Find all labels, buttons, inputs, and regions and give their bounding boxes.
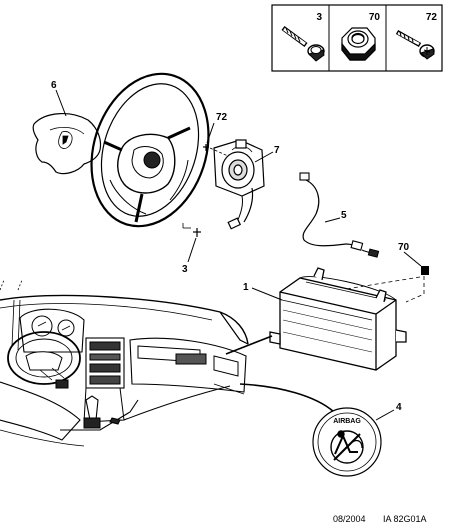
callout-4: 4 <box>396 402 402 413</box>
bolt-icon <box>281 25 325 62</box>
callout-5: 5 <box>341 210 347 221</box>
fasteners-box: 3 70 72 <box>271 4 443 72</box>
callout-3: 3 <box>182 264 188 275</box>
callout-72: 72 <box>216 112 228 123</box>
airbag-label-text: AIRBAG <box>333 418 361 425</box>
fastener-ref-70: 70 <box>369 12 381 23</box>
driver-airbag-module <box>32 113 102 175</box>
fastener-ref-3: 3 <box>316 12 322 23</box>
passenger-airbag-module <box>269 267 407 371</box>
wiring-harness <box>299 172 380 258</box>
callout-70: 70 <box>398 242 410 253</box>
callout-6: 6 <box>51 80 57 91</box>
airbag-seat-icon <box>330 430 364 464</box>
fastener-ref-72: 72 <box>426 12 438 23</box>
screw-72-marker <box>203 144 229 157</box>
screw-icon <box>395 30 435 60</box>
dashboard-interior <box>0 279 249 447</box>
nut-70-marker <box>421 266 429 275</box>
brand-lion-emblem <box>58 131 73 149</box>
footer-date: 08/2004 <box>333 514 366 524</box>
callout-7: 7 <box>274 145 280 156</box>
screw-3-marker <box>182 223 201 237</box>
steering-wheel <box>90 72 210 228</box>
nut-icon <box>341 27 376 61</box>
callout-1: 1 <box>243 282 249 293</box>
airbag-warning-label: AIRBAG <box>239 383 382 477</box>
footer-reference-code: IA 82G01A <box>383 514 427 524</box>
rotary-connector <box>213 139 265 230</box>
